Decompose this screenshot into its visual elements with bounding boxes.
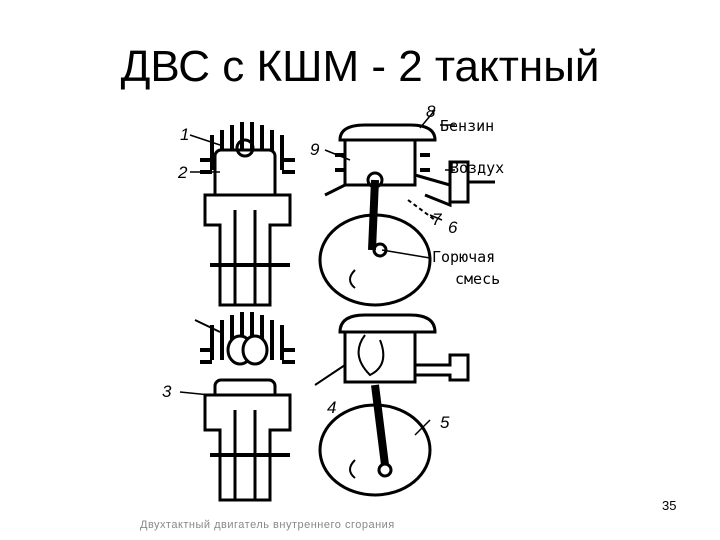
callout-8: 8 (426, 102, 436, 121)
page-number: 35 (662, 498, 677, 513)
label-petrol: Бензин (440, 117, 494, 135)
two-stroke-engine-diagram: Бензин Воздух Горючая смесь 1 2 3 4 5 6 … (162, 102, 504, 502)
callout-4: 4 (327, 398, 336, 417)
callout-9: 9 (310, 140, 320, 159)
engine-front-view-bottom (314, 313, 470, 497)
engine-side-view-top (200, 122, 295, 307)
callout-1: 1 (180, 125, 189, 144)
callout-7: 7 (432, 210, 442, 229)
label-fuel-mix-1: Горючая (432, 248, 495, 266)
engine-front-view-top (318, 123, 495, 307)
callout-6: 6 (448, 218, 458, 237)
callout-5: 5 (440, 413, 450, 432)
label-fuel-mix-2: смесь (455, 270, 500, 288)
engine-side-view-bottom (194, 312, 295, 502)
label-air: Воздух (450, 159, 504, 177)
slide-title: ДВС с КШМ - 2 тактный (120, 42, 600, 91)
callout-2: 2 (177, 163, 188, 182)
callout-3: 3 (162, 382, 172, 401)
footer-caption: Двухтактный двигатель внутреннего сгоран… (140, 519, 395, 531)
